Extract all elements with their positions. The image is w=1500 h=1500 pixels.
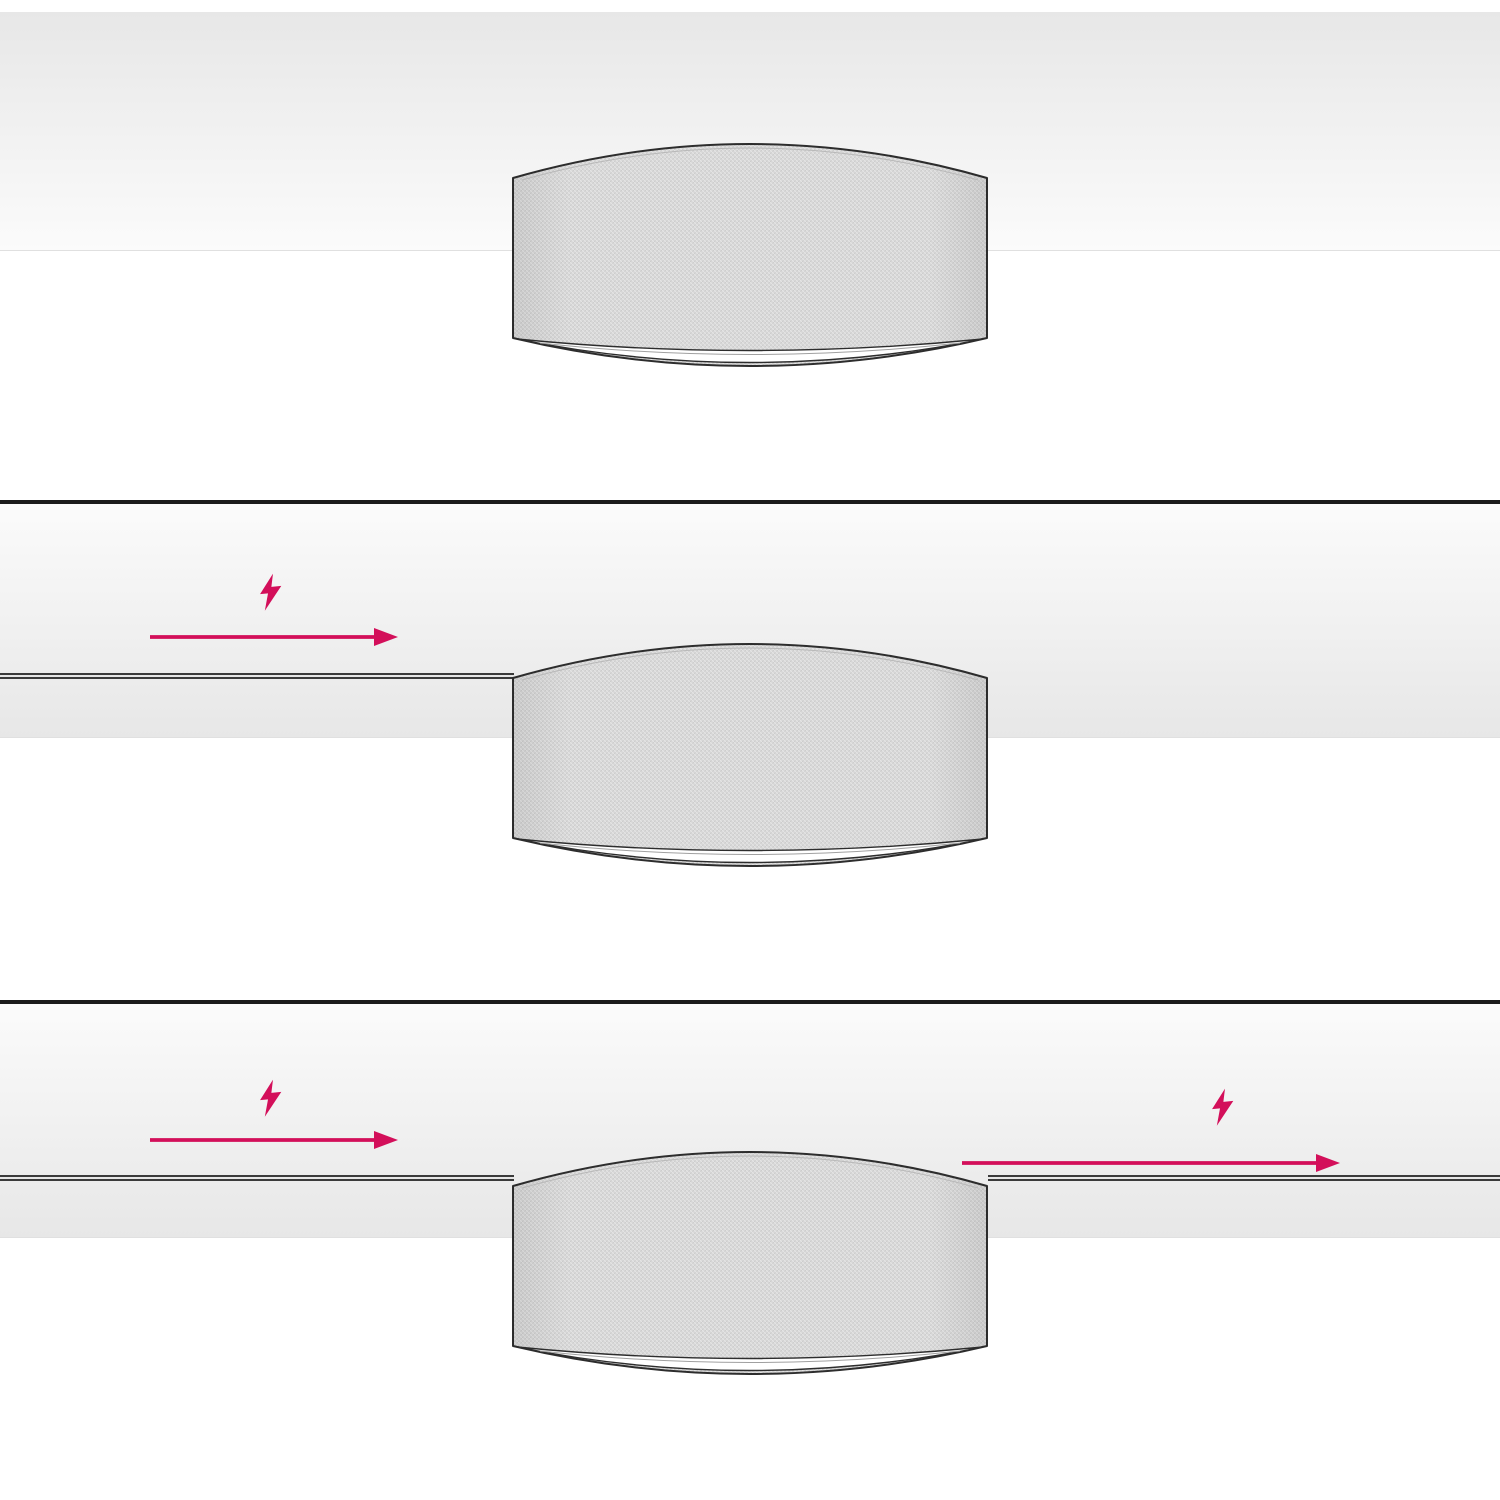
arrow-right-icon: [960, 1152, 1342, 1174]
panel-separator: [0, 500, 1500, 504]
arrow-right-icon: [148, 626, 400, 648]
panel-lamp-no-cable: [0, 0, 1500, 500]
power-cable-right: [988, 1175, 1500, 1181]
lightning-bolt-icon: [1210, 1087, 1236, 1127]
panel-lamp-cable-through: [0, 1000, 1500, 1500]
drum-lampshade: [512, 1151, 988, 1375]
power-cable-left: [0, 673, 514, 679]
panel-lamp-cable-in: [0, 500, 1500, 1000]
arrow-right-icon: [148, 1129, 400, 1151]
lightning-bolt-icon: [258, 572, 284, 612]
lightning-bolt-icon: [258, 1078, 284, 1118]
power-cable-left: [0, 1175, 514, 1181]
drum-lampshade: [512, 143, 988, 367]
drum-lampshade: [512, 643, 988, 867]
panel-separator: [0, 1000, 1500, 1004]
